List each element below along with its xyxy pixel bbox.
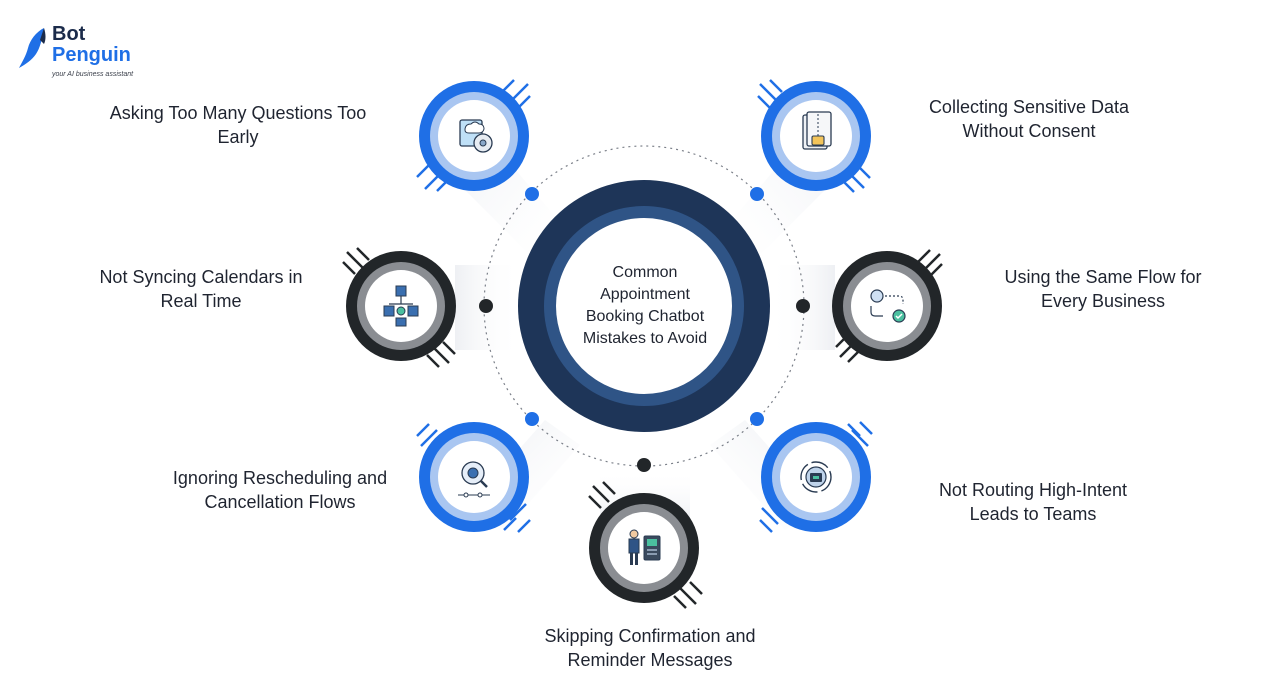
node-calendar-sync [342,247,456,368]
logo-tagline: your AI business assistant [52,71,134,78]
label-rescheduling: Ignoring Rescheduling and Cancellation F… [172,468,388,512]
orbit-dot [750,187,764,201]
orbit-dot [750,412,764,426]
label-calendar-sync: Not Syncing Calendars in Real Time [99,267,303,311]
center-inner-disc [556,218,732,394]
gear-cycle-icon [800,461,832,493]
botpenguin-logo: Bot Penguin your AI business assistant [18,24,158,84]
orbit-dot [525,412,539,426]
orbit-dot [796,299,810,313]
presenter-board-icon [628,529,661,565]
cloud-database-icon [459,119,493,153]
penguin-logo-icon [19,28,46,68]
label-sensitive-data: Collecting Sensitive Data Without Consen… [928,97,1130,141]
label-confirmation: Skipping Confirmation and Reminder Messa… [544,626,756,670]
logo-line2: Penguin [52,44,131,66]
node-same-flow [832,249,943,363]
workflow-icon [870,289,906,323]
logo-wordmark: Bot Penguin [52,24,131,66]
center-title: Common Appointment Booking Chatbot Mista… [582,264,708,347]
label-asking-questions: Asking Too Many Questions Too Early [109,103,367,147]
logo-line1: Bot [52,23,86,45]
network-servers-icon [383,285,419,327]
label-same-flow: Using the Same Flow for Every Business [1004,267,1202,311]
orbit-dot [525,187,539,201]
locked-document-icon [802,111,832,150]
label-routing-leads: Not Routing High-Intent Leads to Teams [938,480,1128,524]
orbit-dot [479,299,493,313]
search-gear-icon [458,461,490,498]
orbit-dot [637,458,651,472]
